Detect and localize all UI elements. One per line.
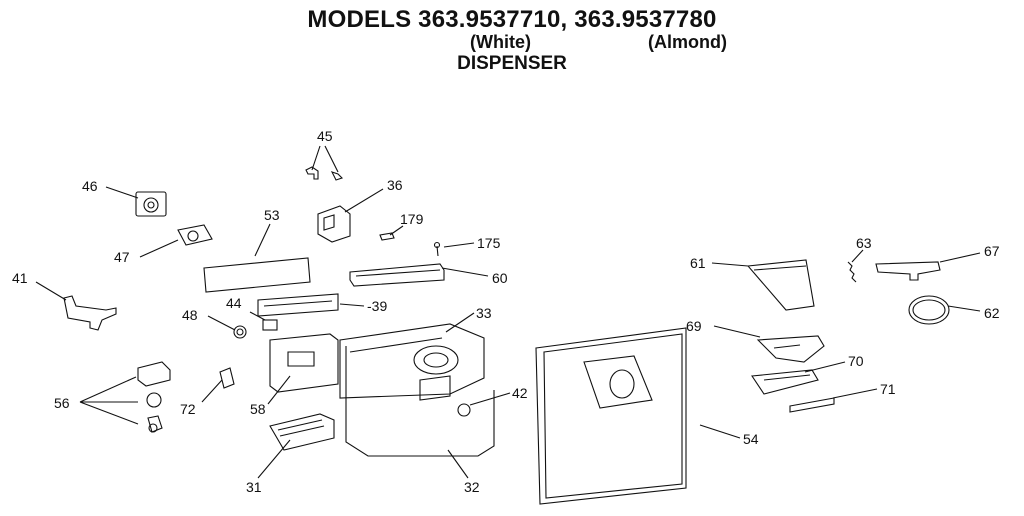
callout-69: 69 [686, 318, 702, 334]
callout-32: 32 [464, 479, 480, 495]
callout-54: 54 [743, 431, 759, 447]
white-model-label: (White) [470, 32, 531, 52]
callout-71: 71 [880, 381, 896, 397]
callout-62: 62 [984, 305, 1000, 321]
callout-31: 31 [246, 479, 262, 495]
callout-175: 175 [477, 235, 501, 251]
callout-61: 61 [690, 255, 706, 271]
callout-48: 48 [182, 307, 198, 323]
section-title: DISPENSER [457, 53, 567, 74]
callout-56: 56 [54, 395, 70, 411]
callout-41: 41 [12, 270, 28, 286]
callout-42: 42 [512, 385, 528, 401]
callout-63: 63 [856, 235, 872, 251]
callout-70: 70 [848, 353, 864, 369]
callout-53: 53 [264, 207, 280, 223]
callout-72: 72 [180, 401, 196, 417]
callout-67: 67 [984, 243, 1000, 259]
page-title: MODELS 363.9537710, 363.9537780 [307, 6, 717, 33]
callout-46: 46 [82, 178, 98, 194]
callout-45: 45 [317, 128, 333, 144]
almond-model-label: (Almond) [648, 32, 727, 52]
callout-44: 44 [226, 295, 242, 311]
callout-39: -39 [367, 298, 387, 314]
callout-36: 36 [387, 177, 403, 193]
callout-60: 60 [492, 270, 508, 286]
callout-58: 58 [250, 401, 266, 417]
callout-33: 33 [476, 305, 492, 321]
callout-179: 179 [400, 211, 424, 227]
callout-47: 47 [114, 249, 130, 265]
